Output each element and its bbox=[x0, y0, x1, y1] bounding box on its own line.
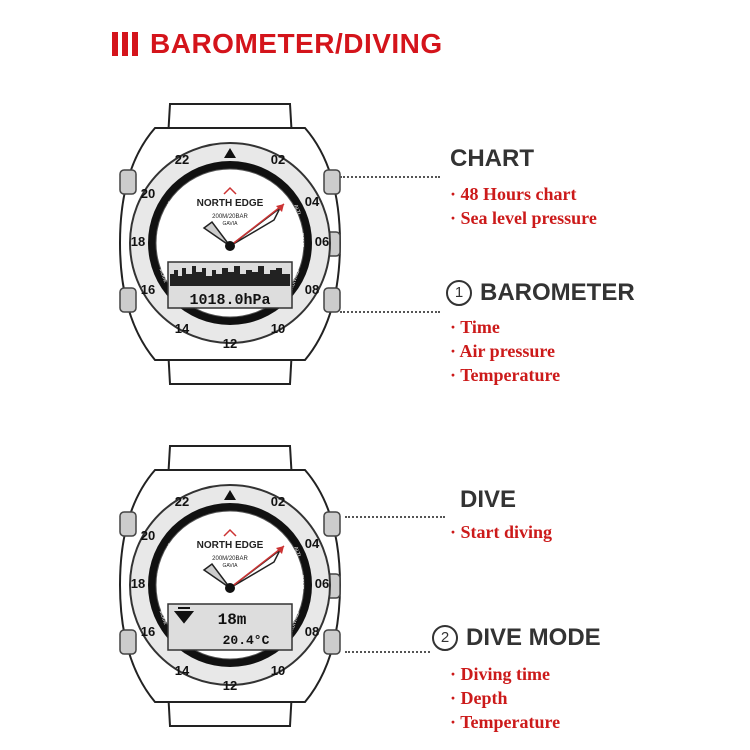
bezel-06: 06 bbox=[315, 576, 329, 591]
bezel-06: 06 bbox=[315, 234, 329, 249]
spec-text: 200M/20BAR bbox=[212, 556, 248, 562]
watch-barometer-illustration: 02 04 06 08 10 12 14 16 18 20 22 LIGHT/A… bbox=[100, 98, 360, 388]
list-item: Sea level pressure bbox=[450, 206, 597, 230]
bezel-18: 18 bbox=[131, 576, 145, 591]
section-title-text: DIVE MODE bbox=[466, 624, 601, 651]
bezel-10: 10 bbox=[271, 663, 285, 678]
bezel-08: 08 bbox=[305, 624, 319, 639]
label-mode: MODE bbox=[158, 610, 169, 627]
brand-name: NORTH EDGE bbox=[197, 540, 264, 551]
leader-line-dive bbox=[345, 516, 445, 518]
list-item: Depth bbox=[450, 686, 560, 710]
bezel-20: 20 bbox=[141, 528, 155, 543]
bezel-02: 02 bbox=[271, 494, 285, 509]
bezel-22: 22 bbox=[175, 494, 189, 509]
bezel-14: 14 bbox=[175, 321, 190, 336]
section-title-chart: CHART bbox=[450, 145, 534, 173]
list-item: 48 Hours chart bbox=[450, 182, 597, 206]
list-item: Air pressure bbox=[450, 339, 560, 363]
barometer-feature-list: Time Air pressure Temperature bbox=[450, 315, 561, 387]
number-one-icon: 1 bbox=[446, 280, 472, 306]
leader-line-dive-mode bbox=[345, 651, 430, 653]
number-two-icon: 2 bbox=[432, 625, 458, 651]
lcd-temperature: 20.4°C bbox=[223, 633, 270, 648]
label-alti: ALTI bbox=[292, 204, 301, 216]
brand-name: NORTH EDGE bbox=[197, 198, 264, 209]
bezel-12: 12 bbox=[223, 678, 237, 693]
section-title-text: DIVE bbox=[460, 486, 517, 513]
bezel-10: 10 bbox=[271, 321, 285, 336]
bezel-16: 16 bbox=[141, 282, 155, 297]
section-title-text: CHART bbox=[450, 145, 534, 172]
bezel-20: 20 bbox=[141, 186, 155, 201]
list-item: Temperature bbox=[450, 363, 560, 387]
bezel-08: 08 bbox=[305, 282, 319, 297]
list-item: Time bbox=[450, 315, 560, 339]
model-text: GAVIA bbox=[223, 221, 239, 227]
watch-dive-illustration: 02 04 06 08 10 12 14 16 18 20 22 LIGHT/A… bbox=[100, 440, 360, 730]
label-comp: COMP bbox=[298, 233, 304, 249]
bezel-22: 22 bbox=[175, 152, 189, 167]
list-item: Start diving bbox=[450, 520, 553, 544]
bezel-04: 04 bbox=[305, 194, 320, 209]
list-item: Temperature bbox=[450, 710, 560, 734]
label-comp: COMP bbox=[298, 575, 304, 591]
model-text: GAVIA bbox=[223, 563, 239, 569]
spec-text: 200M/20BAR bbox=[212, 214, 248, 220]
list-item: Diving time bbox=[450, 662, 560, 686]
leader-line-barometer bbox=[340, 311, 440, 313]
label-alti: ALTI bbox=[292, 546, 301, 558]
bezel-02: 02 bbox=[271, 152, 285, 167]
label-mode: MODE bbox=[158, 268, 169, 285]
section-title-barometer: 1 BAROMETER bbox=[446, 279, 635, 307]
bezel-16: 16 bbox=[141, 624, 155, 639]
dive-mode-feature-list: Diving time Depth Temperature bbox=[450, 662, 560, 734]
bezel-14: 14 bbox=[175, 663, 190, 678]
chart-feature-list: 48 Hours chart Sea level pressure bbox=[450, 182, 597, 230]
section-title-dive: DIVE bbox=[460, 486, 516, 514]
lcd-pressure-reading: 1018.0hPa bbox=[189, 292, 270, 309]
section-title-dive-mode: 2 DIVE MODE bbox=[432, 624, 601, 652]
page-header: BAROMETER/DIVING bbox=[112, 24, 443, 64]
bezel-04: 04 bbox=[305, 536, 320, 551]
header-bars-icon bbox=[112, 32, 138, 56]
bezel-18: 18 bbox=[131, 234, 145, 249]
page-title: BAROMETER/DIVING bbox=[150, 28, 443, 59]
lcd-depth: 18m bbox=[218, 611, 247, 629]
dive-down-arrow-icon bbox=[173, 607, 195, 624]
section-title-text: BAROMETER bbox=[480, 279, 635, 306]
leader-line-chart bbox=[340, 176, 440, 178]
dive-feature-list: Start diving bbox=[450, 520, 553, 544]
bezel-12: 12 bbox=[223, 336, 237, 351]
